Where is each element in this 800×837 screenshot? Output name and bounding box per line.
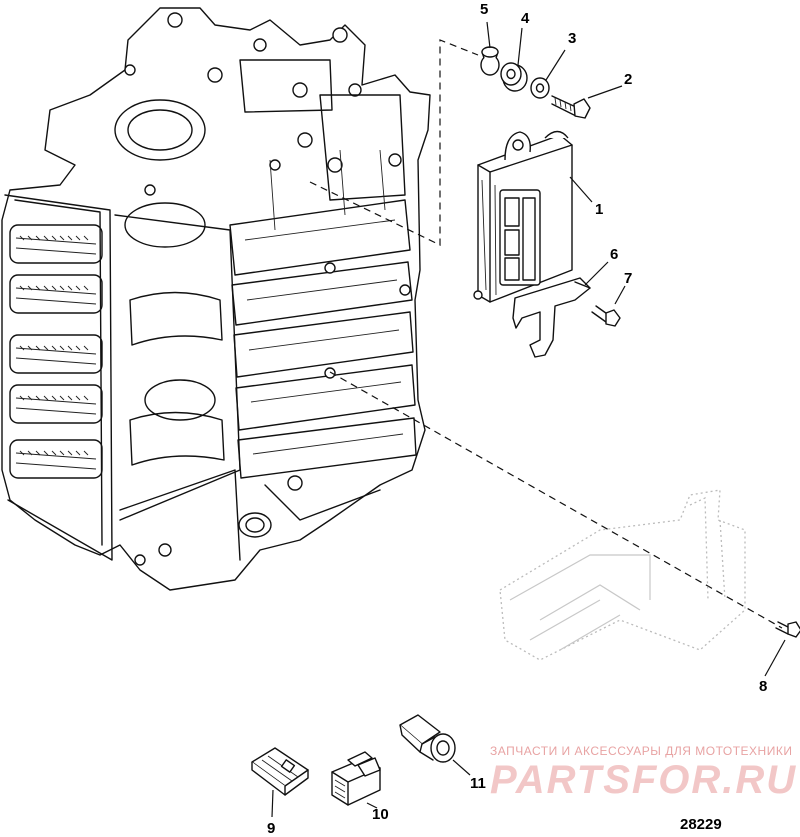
callout-11: 11	[470, 775, 486, 792]
callout-5: 5	[480, 1, 488, 18]
mounting-screw-2	[551, 95, 591, 119]
bracket-6	[512, 277, 591, 358]
bolt-8	[775, 621, 800, 638]
callout-10: 10	[372, 806, 389, 823]
grommet-4	[500, 62, 528, 92]
watermark-brand: PARTSFOR.RU	[490, 758, 797, 802]
intake-runners	[9, 224, 103, 479]
callout-8: 8	[759, 678, 767, 695]
bolt-7	[591, 305, 621, 327]
callout-7: 7	[624, 270, 632, 287]
connector-10	[331, 751, 381, 806]
assembly-line-bracket-bolt	[329, 371, 783, 629]
connector-11	[399, 714, 456, 763]
diagram-reference-number: 28229	[680, 816, 722, 833]
connector-9	[251, 747, 309, 796]
ecm-module	[473, 130, 573, 303]
engine-block	[1, 7, 431, 591]
bushing-5	[480, 46, 500, 76]
assembly-line-ecm-upper	[309, 39, 479, 246]
callout-6: 6	[610, 246, 618, 263]
callout-3: 3	[568, 30, 576, 47]
top-bosses	[124, 12, 411, 566]
watermark-tagline: ЗАПЧАСТИ И АКСЕССУАРЫ ДЛЯ МОТОТЕХНИКИ	[490, 744, 792, 758]
ghost-mount-bracket	[499, 489, 746, 661]
callout-4: 4	[521, 10, 530, 27]
callout-2: 2	[624, 71, 632, 88]
callout-1: 1	[595, 201, 603, 218]
block-ribs	[229, 199, 417, 479]
leader-lines	[271, 21, 786, 818]
washer-3	[530, 77, 550, 99]
callout-9: 9	[267, 820, 275, 837]
